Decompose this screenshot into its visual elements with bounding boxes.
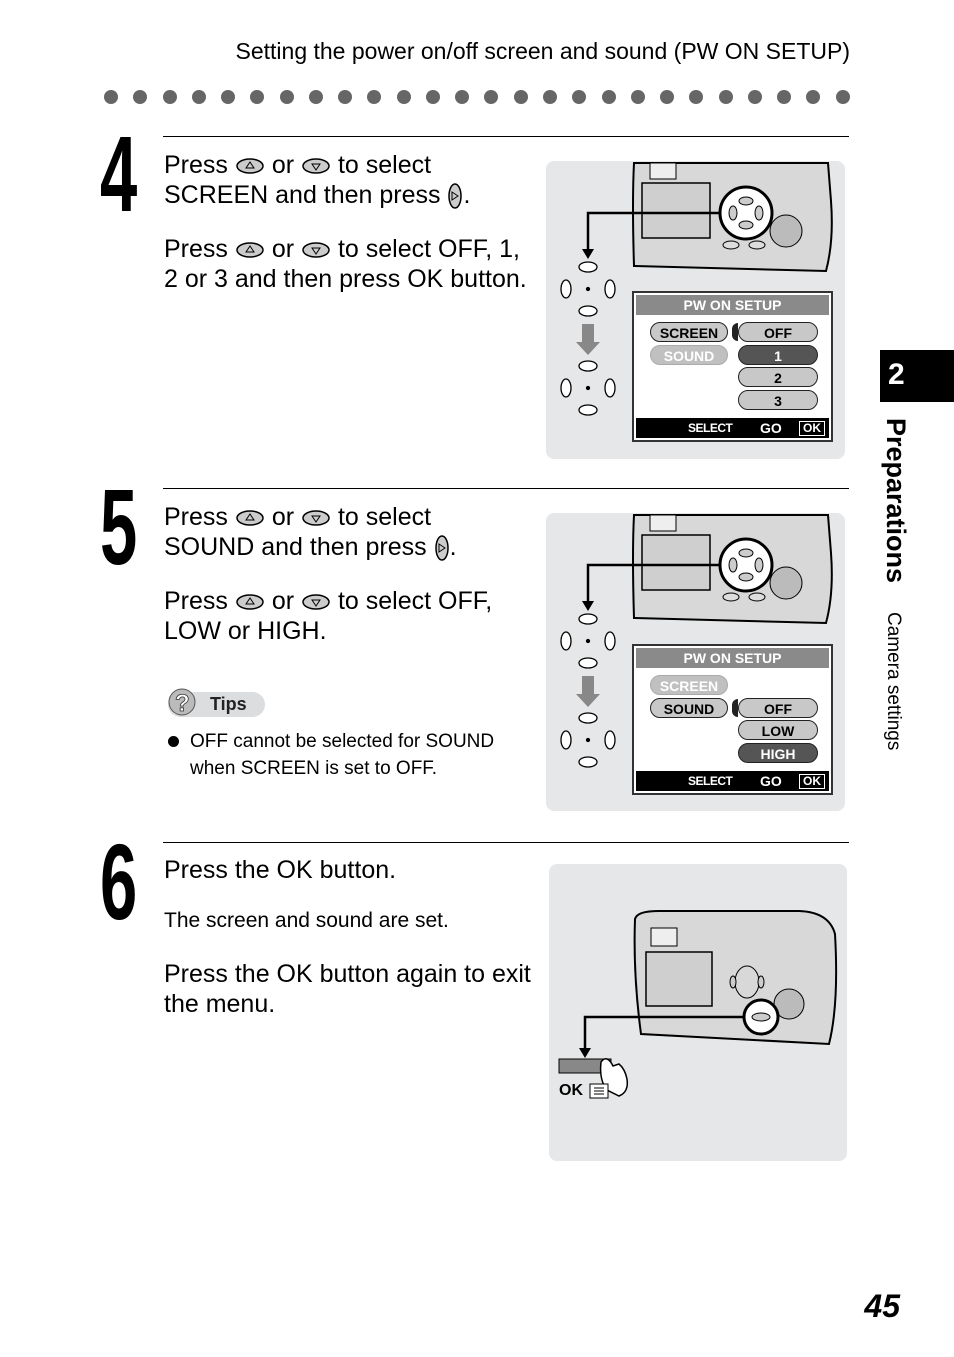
chapter-number: 2 — [888, 358, 905, 391]
down-button-icon — [302, 594, 330, 611]
dpad-icon — [560, 613, 616, 669]
option-3[interactable]: 3 — [738, 390, 818, 410]
step6-illustration-panel — [549, 864, 847, 1161]
right-button-icon — [434, 535, 449, 562]
step5-instruction-1: Press or to select SOUND and then press … — [164, 503, 457, 562]
dpad-icon — [560, 712, 616, 768]
up-button-icon — [236, 242, 264, 259]
subsection-title: Camera settings — [883, 612, 904, 751]
menu-item-screen[interactable]: SCREEN — [650, 322, 728, 342]
page-number: 45 — [864, 1288, 900, 1324]
section-title: Preparations — [881, 418, 911, 584]
option-1[interactable]: 1 — [738, 345, 818, 365]
svg-text:?: ? — [175, 690, 190, 717]
lcd-menu-screen: PW ON SETUP SCREEN SOUND OFF 1 2 3 SELEC… — [632, 291, 833, 442]
step6-instruction-1: Press the OK button. — [164, 856, 397, 884]
camera-illustration — [560, 514, 833, 768]
step-number: 5 — [100, 466, 138, 587]
page-header-title: Setting the power on/off screen and soun… — [235, 38, 851, 64]
step-divider — [163, 488, 849, 489]
step-divider — [163, 842, 849, 843]
lcd-menu-screen: PW ON SETUP SCREEN SOUND OFF LOW HIGH SE… — [632, 644, 833, 795]
lcd-title: PW ON SETUP — [636, 295, 829, 315]
menu-item-sound[interactable]: SOUND — [650, 698, 728, 718]
camera-illustration — [558, 910, 838, 1099]
up-button-icon — [236, 594, 264, 611]
step4-instruction-2: Press or to select OFF, 1, 2 or 3 and th… — [164, 235, 527, 293]
lcd-footer: SELECT GO OK — [636, 771, 829, 791]
up-button-icon — [236, 158, 264, 175]
question-mark-icon: ? — [168, 688, 196, 717]
dpad-icon — [560, 360, 616, 416]
selection-cursor-icon — [732, 699, 738, 717]
down-button-icon — [302, 158, 330, 175]
step-divider — [163, 136, 849, 137]
right-button-icon — [448, 183, 463, 210]
step5-instruction-2: Press or to select OFF, LOW or HIGH. — [164, 587, 493, 645]
footer-ok: OK — [799, 421, 825, 436]
step4-instruction-1: Press or to select SCREEN and then press… — [164, 151, 471, 210]
lcd-footer: SELECT GO OK — [636, 418, 829, 438]
camera-illustration — [560, 162, 833, 416]
option-high[interactable]: HIGH — [738, 743, 818, 763]
option-low[interactable]: LOW — [738, 720, 818, 740]
footer-go: GO — [760, 420, 782, 436]
step6-result-text: The screen and sound are set. — [164, 909, 449, 932]
ok-button-label: OK — [559, 1082, 583, 1099]
footer-ok: OK — [799, 774, 825, 789]
step-number: 6 — [100, 821, 138, 942]
dotted-divider — [104, 90, 850, 106]
footer-select: SELECT — [688, 421, 733, 435]
option-2[interactable]: 2 — [738, 367, 818, 387]
option-off[interactable]: OFF — [738, 322, 818, 342]
down-button-icon — [302, 242, 330, 259]
selection-cursor-icon — [732, 323, 738, 341]
footer-select: SELECT — [688, 774, 733, 788]
up-button-icon — [236, 510, 264, 527]
bullet-icon — [168, 736, 179, 747]
footer-go: GO — [760, 773, 782, 789]
down-button-icon — [302, 510, 330, 527]
dpad-icon — [560, 261, 616, 317]
chapter-tab: 2 — [880, 350, 954, 402]
menu-item-sound[interactable]: SOUND — [650, 345, 728, 365]
step-number: 4 — [100, 113, 138, 234]
lcd-title: PW ON SETUP — [636, 648, 829, 668]
tips-label: Tips — [210, 694, 247, 714]
option-off[interactable]: OFF — [738, 698, 818, 718]
menu-item-screen[interactable]: SCREEN — [650, 675, 728, 695]
